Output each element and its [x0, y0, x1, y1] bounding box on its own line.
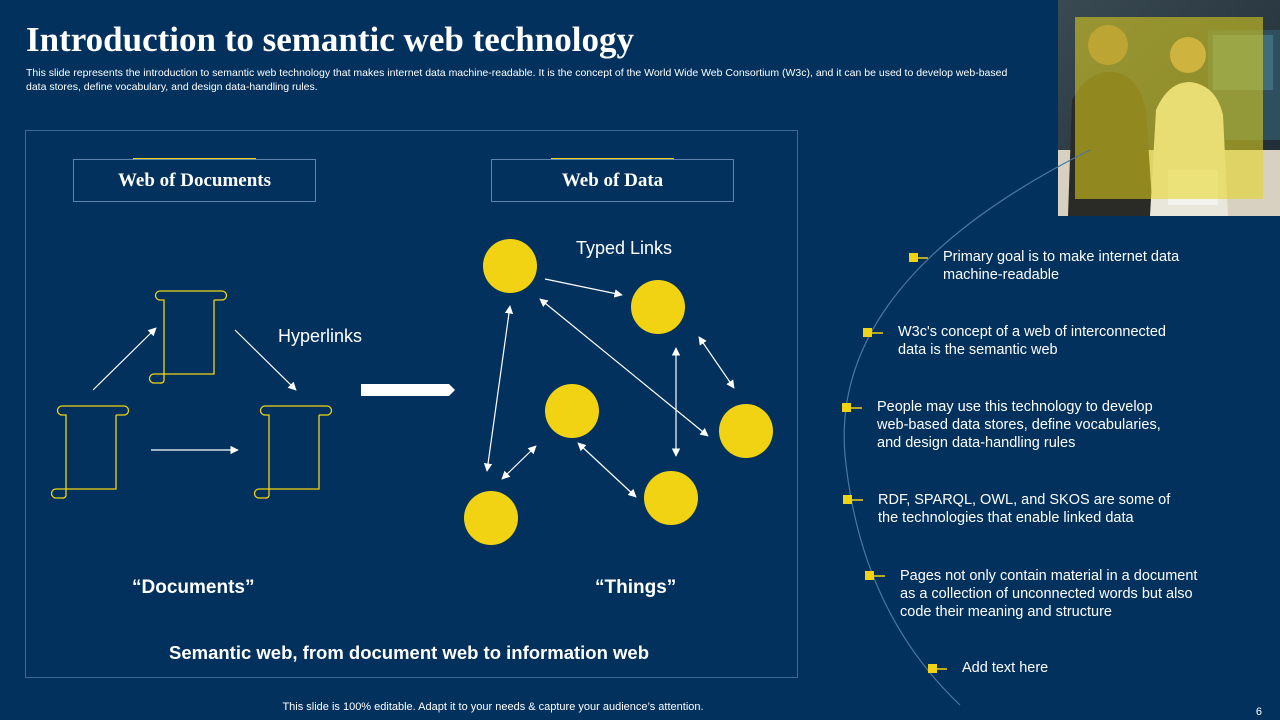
- point-4: RDF, SPARQL, OWL, and SKOS are some of t…: [878, 492, 1171, 526]
- slide-title: Introduction to semantic web technology: [26, 20, 634, 59]
- document-scroll-top-icon: [148, 290, 228, 384]
- typed-link-arrow: [577, 442, 637, 498]
- square-bullet-icon: [863, 328, 883, 337]
- data-node: [631, 280, 685, 334]
- point-3: People may use this technology to develo…: [877, 399, 1161, 451]
- typed-links-label: Typed Links: [576, 238, 673, 258]
- data-node: [483, 239, 537, 293]
- point-2: W3c's concept of a web of interconnected…: [898, 324, 1166, 358]
- data-node: [719, 404, 773, 458]
- web-of-documents-header: Web of Documents: [73, 159, 316, 202]
- point-5: Pages not only contain material in a doc…: [900, 568, 1198, 620]
- hyperlink-arrow: [234, 329, 297, 391]
- documents-label: “Documents”: [132, 577, 255, 598]
- typed-link-arrow: [544, 278, 623, 298]
- diagram-caption: Semantic web, from document web to infor…: [169, 642, 650, 663]
- data-node: [545, 384, 599, 438]
- data-node: [464, 491, 518, 545]
- footer-note-text: This slide is 100% editable. Adapt it to…: [282, 701, 704, 713]
- diagram-panel: [25, 130, 798, 678]
- transition-arrow-icon: [361, 384, 455, 396]
- data-node: [644, 471, 698, 525]
- square-bullet-icon: [842, 403, 862, 412]
- typed-link-arrow: [483, 305, 514, 472]
- square-bullet-icon: [843, 495, 863, 504]
- bullet-arc: [843, 149, 1091, 706]
- document-scroll-left-icon: [50, 405, 130, 499]
- square-bullet-icon: [909, 253, 928, 262]
- hyperlinks-label: Hyperlinks: [278, 326, 363, 346]
- header-photo: [1058, 0, 1280, 216]
- point-6: Add text here: [962, 660, 1049, 676]
- footer-note: This slide is 100% editable. Adapt it to…: [0, 701, 1280, 713]
- point-1: Primary goal is to make internet data ma…: [943, 249, 1180, 283]
- typed-link-arrow: [698, 336, 735, 389]
- document-scroll-right-icon: [253, 405, 333, 499]
- page-number: 6: [1255, 706, 1262, 718]
- things-label: “Things”: [595, 577, 677, 598]
- square-bullet-icon: [928, 664, 947, 673]
- square-bullet-icon: [865, 571, 885, 580]
- slide-subtitle: This slide represents the introduction t…: [26, 67, 1008, 93]
- web-of-data-header: Web of Data: [491, 159, 734, 202]
- hyperlink-arrow: [92, 327, 157, 391]
- typed-link-arrow: [501, 445, 537, 480]
